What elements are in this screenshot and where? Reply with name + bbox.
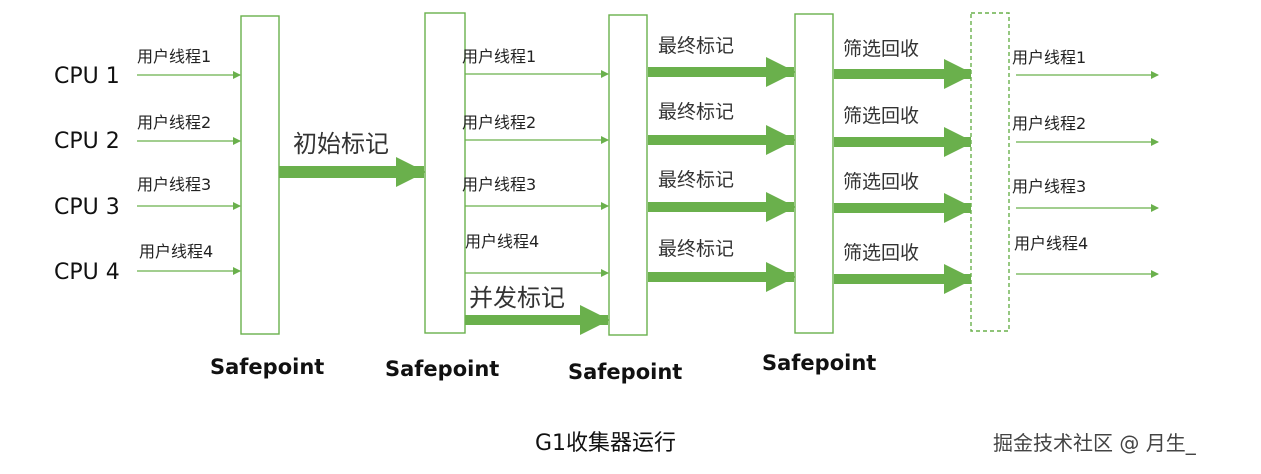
user-thread-label: 用户线程2: [462, 113, 536, 132]
safepoint-label: Safepoint: [210, 355, 324, 379]
user-thread-label: 用户线程3: [462, 175, 536, 194]
cpu-label: CPU 1: [54, 64, 120, 89]
safepoint-box: [240, 15, 280, 335]
resume-boundary-box: [970, 12, 1010, 332]
user-thread-label: 用户线程2: [1012, 114, 1086, 133]
user-thread-label: 用户线程1: [462, 47, 536, 66]
diagram-caption: G1收集器运行: [535, 431, 676, 456]
final-mark-label: 最终标记: [658, 238, 734, 260]
user-thread-label: 用户线程2: [137, 113, 211, 132]
final-mark-label: 最终标记: [658, 101, 734, 123]
cleanup-label: 筛选回收: [843, 38, 919, 60]
cpu-label: CPU 4: [54, 260, 120, 285]
cleanup-label: 筛选回收: [843, 171, 919, 193]
concurrent-mark-label: 并发标记: [469, 284, 565, 312]
user-thread-label: 用户线程1: [137, 47, 211, 66]
safepoint-box: [608, 14, 648, 336]
safepoint-box: [424, 12, 466, 334]
cpu-label: CPU 3: [54, 195, 120, 220]
safepoint-label: Safepoint: [385, 357, 499, 381]
initial-mark-label: 初始标记: [293, 130, 389, 158]
user-thread-label: 用户线程4: [465, 232, 539, 251]
final-mark-label: 最终标记: [658, 35, 734, 57]
watermark: 掘金技术社区 @ 月生_: [993, 431, 1197, 455]
cleanup-label: 筛选回收: [843, 242, 919, 264]
user-thread-label: 用户线程4: [139, 242, 213, 261]
user-thread-label: 用户线程4: [1014, 234, 1088, 253]
safepoint-box: [794, 13, 834, 334]
user-thread-label: 用户线程1: [1012, 48, 1086, 67]
user-thread-label: 用户线程3: [137, 175, 211, 194]
cleanup-label: 筛选回收: [843, 105, 919, 127]
safepoint-label: Safepoint: [762, 351, 876, 375]
final-mark-label: 最终标记: [658, 169, 734, 191]
safepoint-label: Safepoint: [568, 360, 682, 384]
user-thread-label: 用户线程3: [1012, 177, 1086, 196]
cpu-label: CPU 2: [54, 129, 120, 154]
